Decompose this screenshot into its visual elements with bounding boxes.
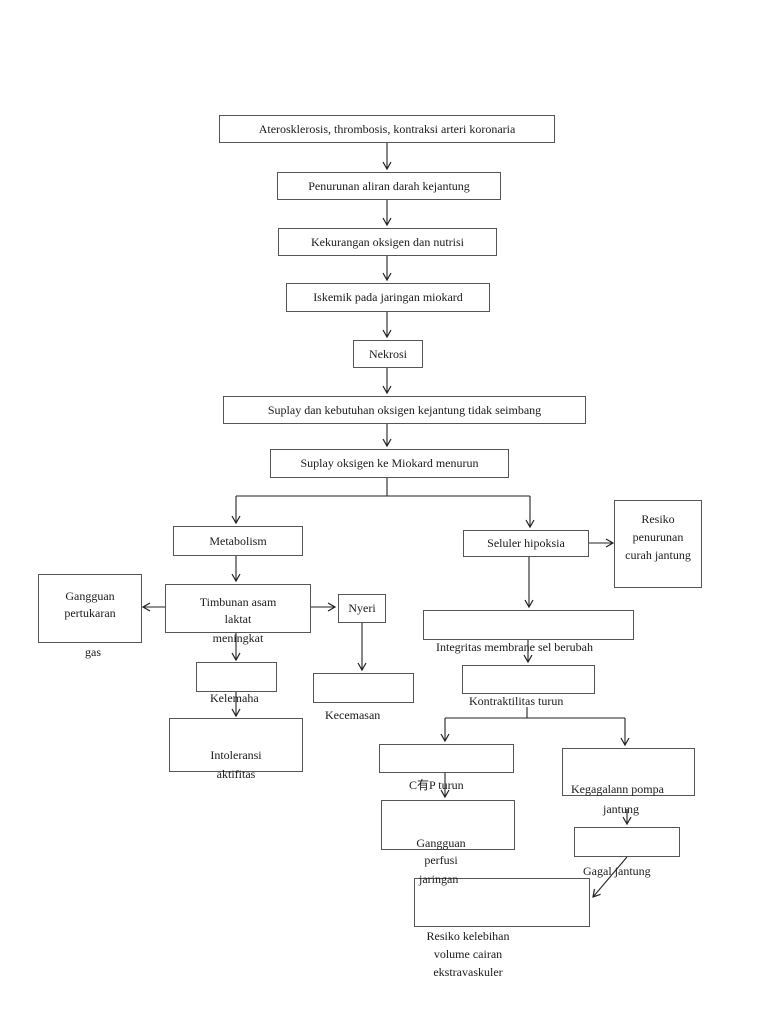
suplay-kebutuhan-box — [223, 396, 586, 424]
resiko-kelebihan-label: Resiko kelebihan — [426, 929, 510, 943]
aterosklerosis-box — [219, 115, 555, 143]
penurunan-aliran-label: Penurunan aliran darah kejantung — [308, 179, 470, 193]
seluler-hipoksia-box — [463, 530, 589, 557]
gangguan-perfusi-label: Gangguan perfusi — [416, 836, 466, 867]
kecemasan-label: Kecemasan — [325, 708, 381, 722]
resiko-kelebihan-box — [414, 878, 590, 927]
arrow-gagal-jantung-to-resiko-kelebihan — [592, 856, 628, 898]
timbunan-label: Timbunan asam laktat — [199, 595, 277, 626]
kontraktilitas-label: Kontraktilitas turun — [469, 694, 564, 708]
timbunan-box — [165, 584, 311, 633]
gangguan-pertukaran-box — [38, 574, 142, 643]
suplay-miokard-label: Suplay oksigen ke Miokard menurun — [300, 456, 479, 470]
resiko-kelebihan-label-2: volume cairan — [433, 947, 503, 961]
integritas-label: Integritas membrane sel berubah — [436, 640, 593, 654]
kegagalan-pompa-label: Kegagalann pompa — [571, 782, 664, 796]
iskemik-label: Iskemik pada jaringan miokard — [313, 290, 463, 304]
kegagalan-pompa-box — [562, 748, 695, 796]
suplay-kebutuhan-label: Suplay dan kebutuhan oksigen kejantung t… — [267, 403, 542, 417]
nyeri-label: Nyeri — [348, 601, 376, 615]
intoleransi-label-2: aktifitas — [216, 767, 256, 781]
gangguan-perfusi-box — [381, 800, 515, 850]
timbunan-label-2: meningkat — [212, 631, 264, 645]
seluler-hipoksia-label: Seluler hipoksia — [487, 536, 565, 550]
cop-label: C有P turun — [409, 778, 464, 792]
gangguan-pertukaran-label-2: gas — [85, 645, 101, 659]
suplay-miokard-box — [270, 449, 509, 478]
metabolism-box — [173, 526, 303, 556]
kegagalan-pompa-label-2: jantung — [603, 802, 639, 816]
metabolism-label: Metabolism — [209, 534, 267, 548]
kontraktilitas-box — [462, 665, 595, 694]
gangguan-pertukaran-label: Gangguan pertukaran — [64, 589, 116, 620]
kekurangan-oksigen-label: Kekurangan oksigen dan nutrisi — [311, 235, 464, 249]
intoleransi-box — [169, 718, 303, 772]
kecemasan-box — [313, 673, 414, 703]
resiko-kelebihan-label-3: ekstravaskuler — [433, 965, 503, 979]
resiko-curah-jantung-box — [614, 500, 702, 588]
nekrosi-label: Nekrosi — [369, 347, 407, 361]
cop-box — [379, 744, 514, 773]
kekurangan-oksigen-box — [278, 228, 497, 256]
iskemik-box — [286, 283, 490, 312]
integritas-box — [423, 610, 634, 640]
nekrosi-box — [353, 340, 423, 368]
gagal-jantung-label: Gagal jantung — [583, 864, 651, 878]
aterosklerosis-label: Aterosklerosis, thrombosis, kontraksi ar… — [258, 122, 516, 136]
nyeri-box — [338, 594, 386, 623]
penurunan-aliran-box — [277, 172, 501, 200]
gangguan-perfusi-label-2: jaringan — [419, 872, 459, 886]
intoleransi-label: Intoleransi — [210, 748, 262, 762]
kelemahan-label: Kelemaha — [210, 691, 259, 705]
gagal-jantung-box — [574, 827, 680, 857]
kelemahan-box — [196, 662, 277, 692]
resiko-curah-jantung-label: Resiko penurunan curah jantung — [625, 512, 691, 562]
